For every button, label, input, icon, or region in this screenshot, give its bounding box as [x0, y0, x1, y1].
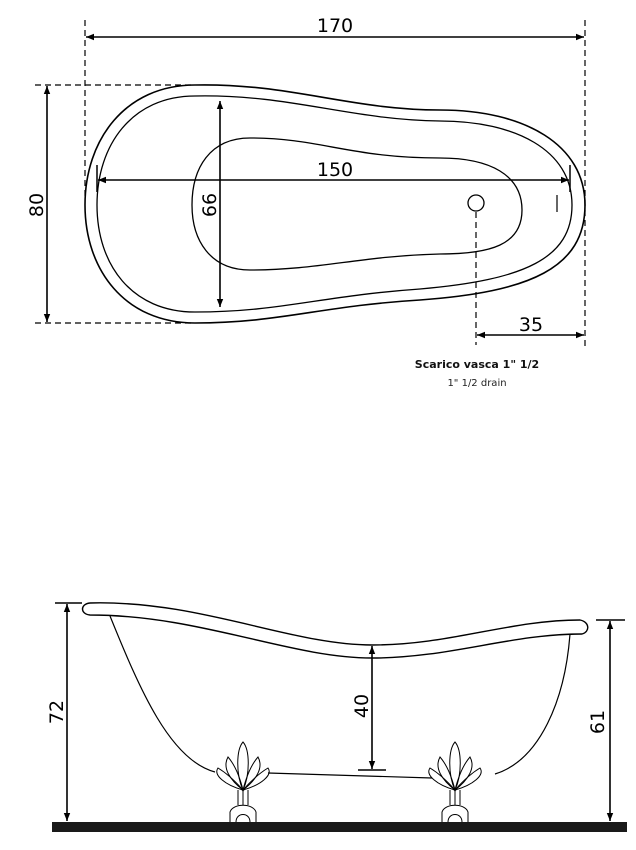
extension-lines	[35, 20, 586, 350]
tub-basin-outline	[191, 137, 523, 271]
drain-icon	[467, 194, 485, 212]
foot-right	[428, 741, 482, 823]
side-view	[55, 602, 625, 823]
dim-inner-width: 66	[199, 193, 221, 217]
dimension-lines	[55, 602, 625, 821]
dim-height-left: 72	[46, 700, 68, 724]
tub-body-left	[109, 615, 216, 773]
drain-label-english: 1" 1/2 drain	[447, 378, 506, 389]
tub-body-right	[494, 633, 571, 775]
dimension-lines	[43, 33, 584, 339]
floor-line	[52, 822, 627, 832]
dim-inner-length: 150	[317, 159, 353, 181]
top-view	[35, 20, 586, 350]
foot-left	[216, 741, 270, 823]
tub-rim-outline	[96, 95, 573, 313]
tub-rim-profile	[81, 602, 589, 659]
dim-drain-offset: 35	[519, 314, 543, 336]
tub-outer-outline	[84, 84, 586, 324]
dim-overall-length: 170	[317, 15, 353, 37]
dim-overall-width: 80	[26, 193, 48, 217]
drain-label-italian: Scarico vasca 1" 1/2	[415, 358, 539, 371]
dim-height-right: 61	[587, 710, 609, 734]
dim-depth: 40	[351, 694, 373, 718]
